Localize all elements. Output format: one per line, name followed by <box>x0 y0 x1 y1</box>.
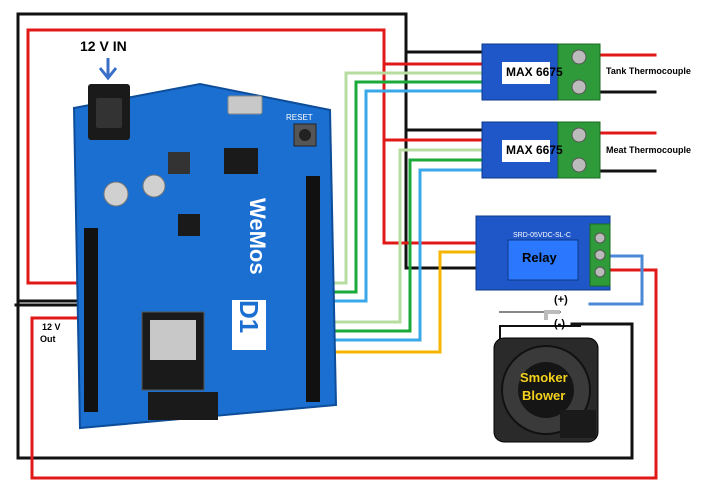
board-brand: WeMos <box>245 198 270 275</box>
reset-button-cap <box>299 129 311 141</box>
relay-module: SRD-05VDC-SL-C <box>475 215 611 291</box>
capacitor-1 <box>103 181 129 207</box>
wire-black-to-relay <box>404 128 480 270</box>
usb-port <box>227 95 263 115</box>
relay-body <box>507 239 579 281</box>
wire-lightblue-meat <box>304 168 484 342</box>
power-output-label-1: 12 V <box>42 322 61 332</box>
tank-thermocouple-label: Tank Thermocouple <box>606 66 691 76</box>
blower-cable <box>544 310 560 320</box>
wire-red-to-relay <box>382 138 480 245</box>
relay-terminal-screw <box>594 232 606 244</box>
wire-black-outer-loop <box>16 299 634 460</box>
max6675-tank-chip-label: MAX 6675 <box>506 65 563 79</box>
wire-yellow-relay-signal <box>304 250 480 354</box>
wire-lightgreen-meat <box>304 148 484 324</box>
blower-label-line1: Smoker <box>520 370 568 385</box>
smoker-blower <box>493 310 599 443</box>
wire-black-top-run <box>16 12 482 302</box>
voltage-regulator <box>224 148 258 174</box>
esp-shield <box>150 320 196 360</box>
wire-lightblue-tank <box>304 89 484 303</box>
chip-label-bg <box>502 140 550 162</box>
meat-thermocouple-label: Meat Thermocouple <box>606 145 692 155</box>
wire-red-12v-out <box>30 268 658 480</box>
blower-hub <box>518 362 574 418</box>
ic-chip <box>178 214 200 236</box>
max6675-meat-module <box>481 121 601 179</box>
model-badge <box>232 300 266 350</box>
blower-plus-label: (+) <box>554 294 568 306</box>
power-output-label-2: Out <box>40 334 56 344</box>
terminal-screw <box>571 49 587 65</box>
terminal-screw <box>571 157 587 173</box>
board-pcb <box>72 82 338 430</box>
right-pin-header <box>306 176 320 402</box>
inductor <box>168 152 190 174</box>
power-input-arrow <box>98 58 118 81</box>
wemos-d1-board: RESET WeMos D1 <box>72 82 338 430</box>
board-model: D1 <box>234 300 264 333</box>
capacitor-2 <box>142 174 166 198</box>
blower-outlet <box>560 410 596 438</box>
dc-jack-inner <box>96 98 122 128</box>
wire-blue-relay-to-blower <box>588 254 644 306</box>
wire-red-12v-in <box>26 28 482 285</box>
max6675-meat-chip-label: MAX 6675 <box>506 143 563 157</box>
esp-antenna <box>148 392 218 420</box>
left-pin-header <box>84 228 98 412</box>
reset-label: RESET <box>286 113 313 122</box>
wire-green-meat <box>304 158 484 333</box>
max6675-tank-module <box>481 43 601 101</box>
terminal-screw <box>571 127 587 143</box>
relay-terminal-screw <box>594 249 606 261</box>
relay-label: Relay <box>522 250 557 265</box>
blower-minus-label: (-) <box>554 318 565 330</box>
terminal-screw <box>571 79 587 95</box>
power-input-label: 12 V IN <box>80 38 127 54</box>
relay-part-number: SRD-05VDC-SL-C <box>513 232 571 239</box>
chip-label-bg <box>502 62 550 84</box>
blower-label-line2: Blower <box>522 388 566 403</box>
relay-terminal-screw <box>594 266 606 278</box>
